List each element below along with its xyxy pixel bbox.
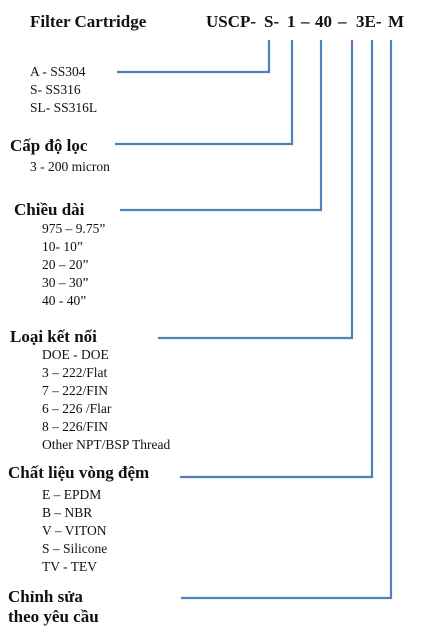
seal-heading: Chất liệu vòng đệm [8,463,150,482]
length-item: 40 - 40” [42,293,87,308]
connector-length [120,40,323,212]
connector-rating [115,40,294,146]
connector-custom [181,40,393,600]
rating-heading: Cấp độ lọc [10,136,88,155]
code-part-seal: M [388,12,405,31]
connection-item: 6 – 226 /Flar [42,401,112,416]
seal-item: V – VITON [42,523,107,538]
connector-material [117,40,271,74]
seal-item: B – NBR [42,505,93,520]
length-heading: Chiều dài [14,200,85,219]
product-label: Filter Cartridge [30,12,147,31]
material-item: SL- SS316L [30,100,98,115]
connection-item: 7 – 222/FIN [42,383,109,398]
code-part-length: 40 [315,12,332,31]
rating-item: 3 - 200 micron [30,159,110,174]
connection-item: DOE - DOE [42,347,109,362]
length-item: 30 – 30” [42,275,89,290]
seal-item: E – EPDM [42,487,102,502]
code-part-rating: 1 [287,12,296,31]
custom-heading-line1: Chỉnh sửa [8,587,83,606]
seal-item: S – Silicone [42,541,108,556]
connector-connection [158,40,354,340]
code-dash-1: – [301,12,310,31]
connection-item: 8 – 226/FIN [42,419,109,434]
connector-seal [180,40,374,479]
code-dash-2: – [338,12,347,31]
length-item: 975 – 9.75” [42,221,106,236]
connection-item: 3 – 222/Flat [42,365,108,380]
seal-item: TV - TEV [42,559,97,574]
code-part-prefix: USCP- [206,12,257,31]
material-item: A - SS304 [30,64,86,79]
connection-item: Other NPT/BSP Thread [42,437,171,452]
code-part-material: S- [264,12,280,31]
length-item: 10- 10” [42,239,83,254]
length-item: 20 – 20” [42,257,89,272]
code-part-connection: 3E- [356,12,382,31]
custom-heading-line2: theo yêu cầu [8,607,99,626]
connection-heading: Loại kết nối [10,327,97,346]
material-item: S- SS316 [30,82,81,97]
